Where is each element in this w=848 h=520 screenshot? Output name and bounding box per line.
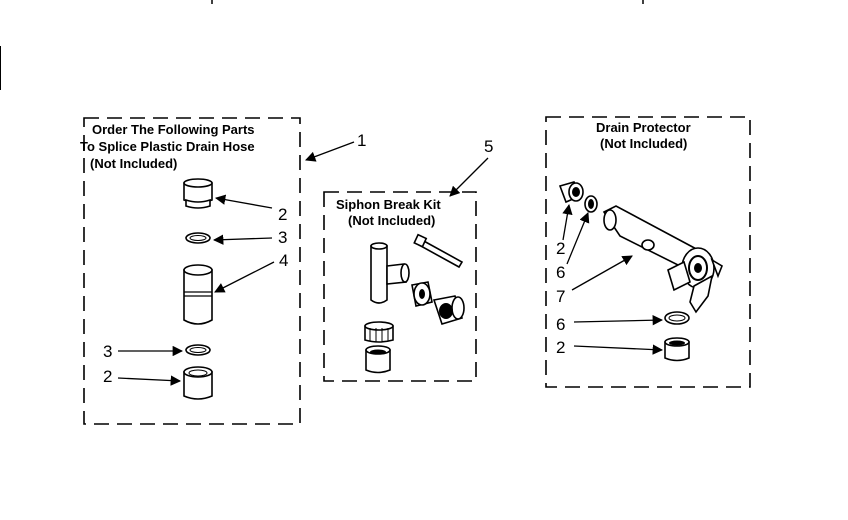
drain-washer-top-part: [584, 195, 598, 213]
drain-leader-6-top: [566, 212, 590, 265]
splice-heading-line-2: To Splice Plastic Drain Hose: [80, 139, 255, 154]
callout-5-leader: [449, 157, 489, 197]
siphon-break-kit-group: Siphon Break Kit (Not Included) 5: [323, 137, 493, 382]
zip-tie-part: [413, 233, 464, 269]
part-label-4: 4: [279, 251, 288, 270]
cap-part: [365, 345, 391, 374]
drain-label-2-bottom: 2: [556, 338, 565, 357]
drain-protector-body-part: [602, 205, 723, 314]
leader-2-bottom: [117, 375, 182, 386]
splice-heading-line-3: (Not Included): [90, 156, 177, 171]
drain-label-6-bottom: 6: [556, 315, 565, 334]
drain-coupling-top-part: [558, 181, 584, 204]
drain-protector-border: [545, 116, 751, 388]
drain-heading-line-1: Drain Protector: [596, 120, 691, 135]
leader-3-top: [212, 234, 273, 245]
part-label-3-bottom: 3: [103, 342, 112, 361]
drain-protector-group: Drain Protector (Not Included): [545, 116, 751, 388]
drain-leader-2-top: [562, 203, 573, 241]
part-label-2-top: 2: [278, 205, 287, 224]
splice-kit-group: Order The Following Parts To Splice Plas…: [80, 117, 366, 425]
clamp-ring-top-part: [185, 232, 211, 244]
coupling-top-part: [183, 178, 213, 209]
siphon-heading-line-2: (Not Included): [348, 213, 435, 228]
drain-label-6-top: 6: [556, 263, 565, 282]
drain-leader-2-bottom: [573, 344, 664, 355]
nut-part: [411, 281, 433, 307]
clamp-ring-bottom-part: [185, 344, 211, 356]
heading-backdrop: [86, 120, 294, 176]
callout-1-leader: [305, 141, 355, 162]
connector-tube-part: [183, 264, 213, 325]
splice-heading-line-1: Order The Following Parts: [92, 122, 255, 137]
part-label-3-top: 3: [278, 228, 287, 247]
drain-label-2-top: 2: [556, 239, 565, 258]
drain-heading-line-2: (Not Included): [600, 136, 687, 151]
drain-leader-7: [571, 255, 633, 291]
heading-backdrop: [330, 194, 470, 232]
coupling-bottom-part: [183, 366, 213, 400]
tee-fitting-part: [370, 242, 410, 304]
part-label-2-bottom: 2: [103, 367, 112, 386]
leader-2-top: [214, 194, 273, 209]
leader-4: [214, 261, 275, 293]
adapter-part: [432, 295, 465, 325]
grommet-part: [364, 321, 394, 343]
drain-label-7: 7: [556, 287, 565, 306]
callout-1: 1: [357, 131, 366, 150]
splice-kit-border: [83, 117, 301, 425]
siphon-heading-line-1: Siphon Break Kit: [336, 197, 441, 212]
callout-5: 5: [484, 137, 493, 156]
heading-backdrop: [590, 119, 710, 155]
siphon-kit-border: [323, 191, 477, 382]
drain-leader-6-bottom: [573, 315, 664, 326]
drain-coupling-bottom-part: [664, 337, 690, 362]
drain-washer-bottom-part: [664, 311, 690, 325]
